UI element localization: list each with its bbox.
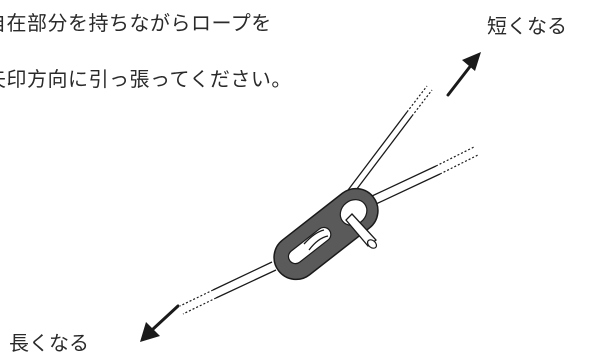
arrow-up-right-icon	[446, 52, 481, 97]
rope-strand-lower-left	[179, 261, 277, 315]
rope-strand-right	[371, 146, 479, 205]
rope-tail	[345, 213, 378, 249]
instruction-line-2: 矢印方向に引っ張ってください。	[0, 67, 292, 91]
instruction-line-1: 自在部分を持ちながらロープを	[0, 11, 272, 35]
rope-strand-top	[335, 85, 433, 207]
arrow-down-left-icon	[140, 304, 180, 342]
longer-label: 長くなる	[9, 331, 89, 355]
shorter-label: 短くなる	[487, 14, 567, 38]
